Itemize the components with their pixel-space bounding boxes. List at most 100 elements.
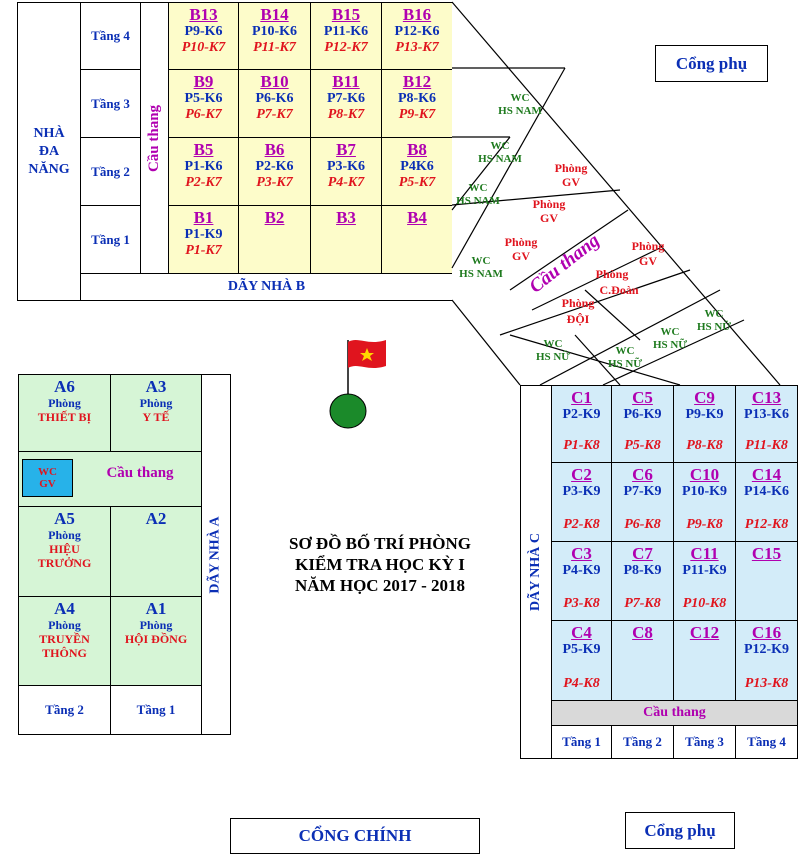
- room-session-1: P8-K9: [623, 563, 662, 578]
- room-c15: C15: [735, 541, 798, 621]
- room-name: B15: [331, 5, 361, 24]
- multi-hall-line: NĂNG: [28, 161, 70, 177]
- room-name: C3: [571, 544, 592, 563]
- room-name: A1: [145, 599, 167, 618]
- room-session-1: P4K6: [400, 159, 434, 174]
- room-session-2: P8-K8: [686, 438, 723, 453]
- room-session-1: P5-K6: [184, 91, 223, 106]
- wc-hs-nu-label: WC: [661, 326, 680, 338]
- room-session-2: P13-K8: [744, 676, 789, 691]
- connector-wing: WC HS NAM WC HS NAM WC HS NAM WC HS NAM …: [451, 1, 781, 386]
- room-b4: B4: [381, 205, 453, 274]
- wc-hs-nu-label: WC: [616, 345, 635, 357]
- wc-hs-nu-label: WC: [544, 338, 563, 350]
- room-session-2: P7-K7: [256, 107, 293, 122]
- floor-label: Tầng 2: [91, 163, 130, 179]
- wc-hs-nam-label: WC: [472, 255, 491, 267]
- wc-gv-box: WC GV: [22, 459, 73, 497]
- side-gate-top: Cổng phụ: [655, 45, 768, 82]
- room-session-2: P8-K7: [327, 107, 365, 122]
- room-session-2: P11-K8: [745, 438, 788, 453]
- gate-label: Cổng phụ: [675, 53, 748, 73]
- room-session-2: P10-K7: [181, 40, 226, 55]
- room-session-1: P6-K6: [255, 91, 294, 106]
- phong-gv-label: Phòng: [632, 239, 665, 253]
- phong-gv-label: GV: [639, 254, 657, 268]
- room-session-1: P11-K6: [323, 24, 369, 39]
- a-floor-2: Tầng 2: [18, 685, 111, 735]
- room-function: THIẾT BỊ: [37, 410, 92, 424]
- room-session-1: P10-K9: [681, 484, 728, 499]
- room-name: C15: [751, 544, 782, 563]
- flag-icon: [329, 340, 386, 429]
- room-name: C1: [571, 388, 592, 407]
- wc-gv-label: WC: [38, 466, 57, 478]
- floor-label: Tầng 1: [91, 231, 130, 247]
- wc-hs-nu-label: HS NỮ: [697, 320, 731, 333]
- room-name: B4: [407, 208, 427, 227]
- room-session-2: P12-K7: [324, 40, 368, 55]
- floor-label: Tầng 4: [91, 28, 130, 43]
- room-name: A4: [54, 599, 75, 618]
- c-label-column: DÃY NHÀ C: [520, 385, 552, 759]
- room-type: Phòng: [48, 528, 81, 542]
- room-c8: C8: [611, 620, 674, 701]
- room-session-2: P2-K8: [563, 517, 600, 532]
- building-c-label: DÃY NHÀ C: [528, 532, 544, 612]
- wc-hs-nu-label: WC: [705, 308, 724, 320]
- floor-label: Tầng 3: [91, 95, 130, 111]
- room-name: B1: [193, 208, 214, 227]
- phong-gv-label: Phòng: [505, 235, 538, 249]
- room-session-1: P9-K6: [184, 24, 223, 39]
- a-floor-1: Tầng 1: [110, 685, 202, 735]
- room-name: B11: [332, 72, 360, 91]
- stair-label: Cầu thang: [643, 705, 706, 720]
- room-name: B6: [264, 140, 285, 159]
- room-session-1: P6-K9: [623, 407, 662, 422]
- room-name: C2: [571, 465, 592, 484]
- room-name: B14: [260, 5, 289, 24]
- c-floor-2: Tầng 2: [611, 725, 674, 759]
- room-session-1: P13-K6: [743, 407, 790, 422]
- room-session-2: P9-K7: [398, 107, 436, 122]
- phong-gv-label: Phòng: [555, 161, 588, 175]
- title-line: SƠ ĐỒ BỐ TRÍ PHÒNG: [289, 534, 471, 553]
- title-line: KIỂM TRA HỌC KỲ I: [295, 555, 465, 574]
- room-function: THÔNG: [42, 646, 87, 660]
- floor-label: Tầng 1: [562, 734, 601, 749]
- room-name: B13: [189, 5, 218, 24]
- room-session-1: P11-K9: [682, 563, 727, 578]
- room-name: B9: [193, 72, 214, 91]
- room-function: HIỆU: [49, 542, 80, 556]
- phong-gv-label: Phòng: [533, 197, 566, 211]
- main-gate: CỔNG CHÍNH: [230, 818, 480, 854]
- room-name: C6: [632, 465, 653, 484]
- room-name: C8: [632, 623, 653, 642]
- room-name: B12: [402, 72, 432, 91]
- room-session-1: P1-K6: [184, 159, 223, 174]
- c-floor-3: Tầng 3: [673, 725, 736, 759]
- room-session-2: P9-K8: [686, 517, 723, 532]
- room-session-1: P12-K6: [394, 24, 440, 39]
- wc-hs-nam-label: HS NAM: [498, 105, 542, 117]
- room-b3: B3: [310, 205, 382, 274]
- room-type: Phòng: [139, 396, 173, 410]
- wc-hs-nam-label: WC: [469, 182, 488, 194]
- room-a2: A2: [110, 506, 202, 597]
- room-name: C5: [632, 388, 653, 407]
- room-session-1: P12-K9: [743, 642, 790, 657]
- room-name: C4: [571, 623, 592, 642]
- room-function: TRƯỞNG: [37, 556, 92, 570]
- room-session-2: P5-K8: [624, 438, 661, 453]
